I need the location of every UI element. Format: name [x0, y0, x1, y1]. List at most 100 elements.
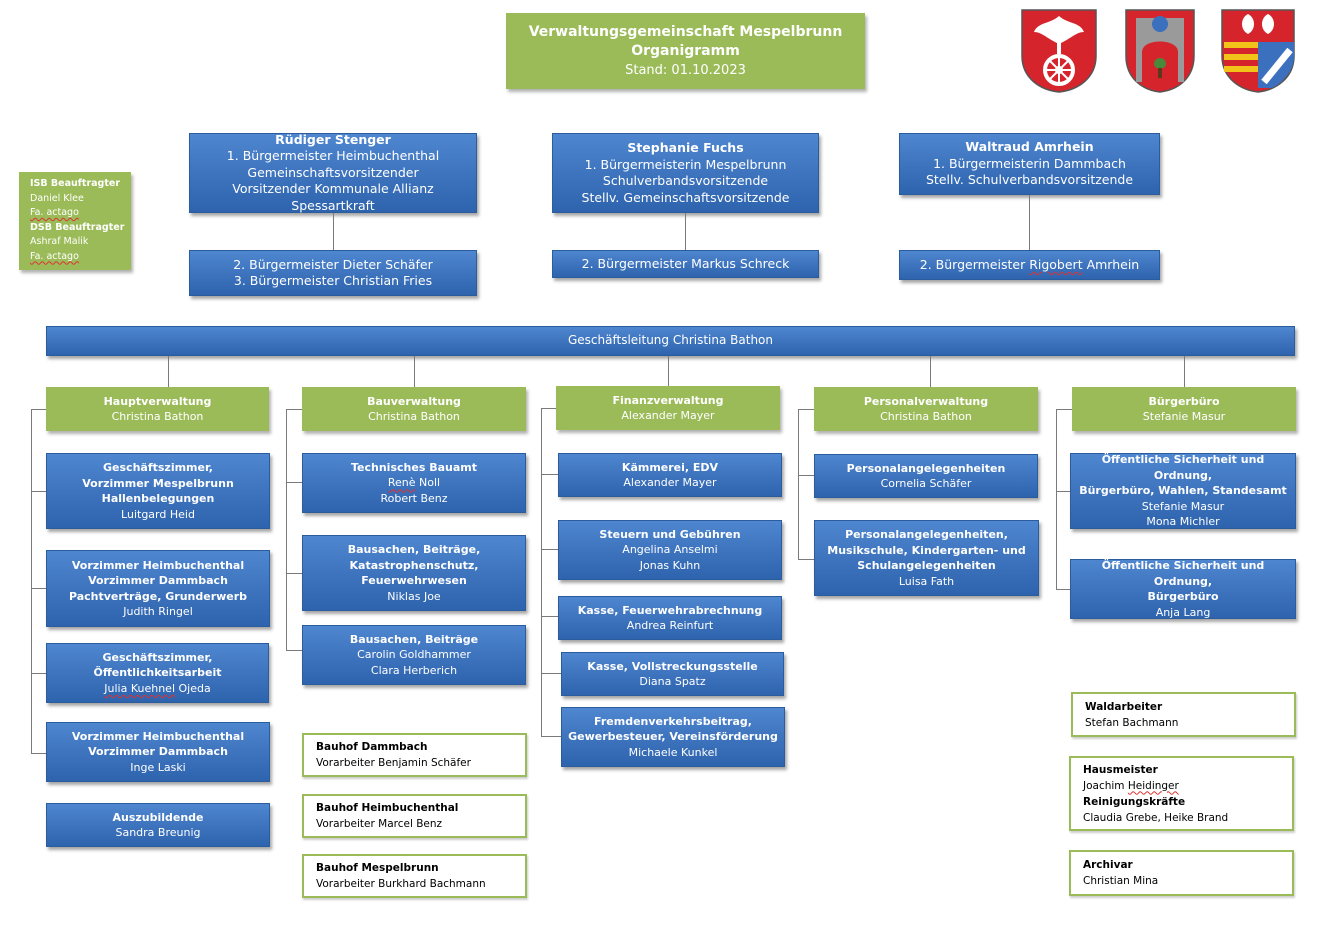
connector	[31, 753, 46, 754]
unit-person: Julia Kuehnel Ojeda	[104, 681, 211, 695]
connector	[1184, 356, 1185, 387]
deputy-line: 2. Bürgermeister Rigobert Amrhein	[919, 256, 1140, 272]
unit-person: Andrea Reinfurt	[626, 619, 714, 632]
unit-line: Vorzimmer Dammbach	[88, 745, 228, 759]
mayor-box-amrhein: Waltraud Amrhein 1. Bürgermeisterin Damm…	[899, 133, 1160, 195]
unit-line: Kasse, Feuerwehrabrechnung	[577, 603, 763, 617]
bauhof-person: Vorarbeiter Burkhard Bachmann	[316, 878, 486, 890]
deputy-box-heimbuchenthal: 2. Bürgermeister Dieter Schäfer 3. Bürge…	[189, 250, 477, 296]
crest-dammbach-icon	[1221, 9, 1295, 93]
connector	[930, 356, 931, 387]
connector	[1056, 491, 1072, 492]
deputy-line: 2. Bürgermeister Dieter Schäfer	[233, 256, 433, 272]
unit-bv-1: Technisches Bauamt Renè Noll Robert Benz	[302, 453, 526, 513]
dept-title: Hauptverwaltung	[103, 394, 212, 408]
connector	[668, 356, 669, 386]
connector	[31, 409, 46, 410]
unit-line: Öffentliche Sicherheit und Ordnung,	[1101, 453, 1265, 482]
unit-line: Kasse, Vollstreckungsstelle	[587, 659, 758, 673]
unit-fv-5: Fremdenverkehrsbeitrag, Gewerbesteuer, V…	[561, 707, 785, 767]
header-subtitle: Organigramm	[631, 42, 740, 59]
unit-bv-3: Bausachen, Beiträge Carolin Goldhammer C…	[302, 625, 526, 685]
connector	[798, 409, 799, 560]
dept-title: Personalverwaltung	[863, 394, 989, 408]
unit-person: Anja Lang	[1155, 605, 1211, 619]
dept-hauptverwaltung: Hauptverwaltung Christina Bathon	[46, 387, 269, 431]
staff-title: Waldarbeiter	[1085, 700, 1163, 713]
connector	[414, 356, 415, 387]
unit-person: Jonas Kuhn	[639, 558, 701, 572]
connector	[1056, 589, 1072, 590]
dsb-company: Fa. actago	[30, 250, 79, 262]
mayor-role: Stellv. Schulverbandsvorsitzende	[925, 172, 1134, 188]
dept-personalverwaltung: Personalverwaltung Christina Bathon	[814, 387, 1038, 431]
dept-head: Christina Bathon	[368, 410, 460, 423]
staff-title: Hausmeister	[1083, 763, 1158, 776]
dsb-name: Ashraf Malik	[30, 236, 89, 247]
unit-bv-2: Bausachen, Beiträge, Katastrophenschutz,…	[302, 535, 526, 611]
unit-line: Kämmerei, EDV	[621, 460, 719, 474]
connector	[286, 409, 287, 650]
unit-pv-1: Personalangelegenheiten Cornelia Schäfer	[814, 454, 1038, 498]
unit-line: Hallenbelegungen	[101, 492, 215, 505]
hausmeister-box: Hausmeister Joachim Heidinger Reinigungs…	[1069, 756, 1294, 831]
unit-hv-5: Auszubildende Sandra Breunig	[46, 803, 270, 847]
unit-person: Carolin Goldhammer	[357, 648, 471, 662]
mayor-name: Stephanie Fuchs	[627, 140, 744, 155]
connector	[798, 559, 814, 560]
isb-name: Daniel Klee	[30, 192, 84, 204]
isb-company: Fa. actago	[30, 207, 79, 218]
unit-line: Personalangelegenheiten	[846, 461, 1006, 475]
management-bar: Geschäftsleitung Christina Bathon	[46, 326, 1295, 356]
connector	[1056, 409, 1057, 590]
unit-line: Bausachen, Beiträge,	[347, 543, 481, 556]
mayor-role: Vorsitzender Kommunale Allianz Spessartk…	[232, 181, 434, 213]
unit-line: Öffentliche Sicherheit und Ordnung,	[1101, 559, 1265, 588]
dept-head: Christina Bathon	[880, 410, 972, 423]
dept-buergerbuero: Bürgerbüro Stefanie Masur	[1072, 387, 1296, 431]
unit-bb-2: Öffentliche Sicherheit und Ordnung, Bürg…	[1070, 559, 1296, 619]
unit-person: Mona Michler	[1146, 515, 1220, 529]
connector	[541, 673, 561, 674]
mayor-role: Schulverbandsvorsitzende	[602, 173, 769, 188]
dept-title: Bürgerbüro	[1148, 394, 1220, 408]
connector	[31, 409, 32, 754]
header-box: Verwaltungsgemeinschaft Mespelbrunn Orga…	[506, 13, 865, 89]
unit-fv-3: Kasse, Feuerwehrabrechnung Andrea Reinfu…	[558, 596, 782, 640]
mayor-role: Stellv. Gemeinschaftsvorsitzende	[581, 189, 790, 205]
dept-title: Finanzverwaltung	[612, 393, 724, 407]
unit-line: Vorzimmer Heimbuchenthal	[71, 729, 245, 743]
unit-person: Luitgard Heid	[121, 507, 195, 521]
mayor-name: Waltraud Amrhein	[965, 139, 1094, 155]
connector	[798, 475, 814, 476]
unit-line: Vorzimmer Mespelbrunn	[82, 476, 234, 490]
unit-person: Clara Herberich	[370, 663, 458, 677]
dept-bauverwaltung: Bauverwaltung Christina Bathon	[302, 387, 526, 431]
unit-person: Niklas Joe	[387, 589, 441, 603]
unit-bb-1: Öffentliche Sicherheit und Ordnung, Bürg…	[1070, 453, 1296, 529]
bauhof-mespelbrunn: Bauhof Mespelbrunn Vorarbeiter Burkhard …	[302, 854, 527, 898]
mayor-role: Gemeinschaftsvorsitzender	[247, 164, 419, 180]
connector	[541, 474, 558, 475]
waldarbeiter-box: Waldarbeiter Stefan Bachmann	[1071, 692, 1296, 737]
connector	[286, 650, 302, 651]
staff-title: Archivar	[1083, 859, 1133, 871]
unit-person: Angelina Anselmi	[622, 543, 718, 557]
staff-person: Christian Mina	[1083, 875, 1159, 887]
connector	[286, 573, 302, 574]
unit-person: Luisa Fath	[898, 574, 955, 588]
deputy-line: 3. Bürgermeister Christian Fries	[233, 273, 433, 288]
archivar-box: Archivar Christian Mina	[1069, 850, 1294, 896]
unit-line: Schulangelegenheiten	[857, 559, 996, 572]
connector	[168, 356, 169, 387]
deputy-box-mespelbrunn: 2. Bürgermeister Markus Schreck	[552, 250, 819, 278]
connector	[333, 213, 334, 250]
connector	[31, 673, 46, 674]
connector	[31, 491, 46, 492]
dept-finanzverwaltung: Finanzverwaltung Alexander Mayer	[556, 386, 780, 430]
staff-person: Joachim Heidinger	[1083, 779, 1179, 792]
connector	[541, 616, 558, 617]
connector	[286, 409, 302, 410]
bauhof-title: Bauhof Dammbach	[316, 741, 428, 753]
header-title: Verwaltungsgemeinschaft Mespelbrunn	[528, 23, 843, 40]
